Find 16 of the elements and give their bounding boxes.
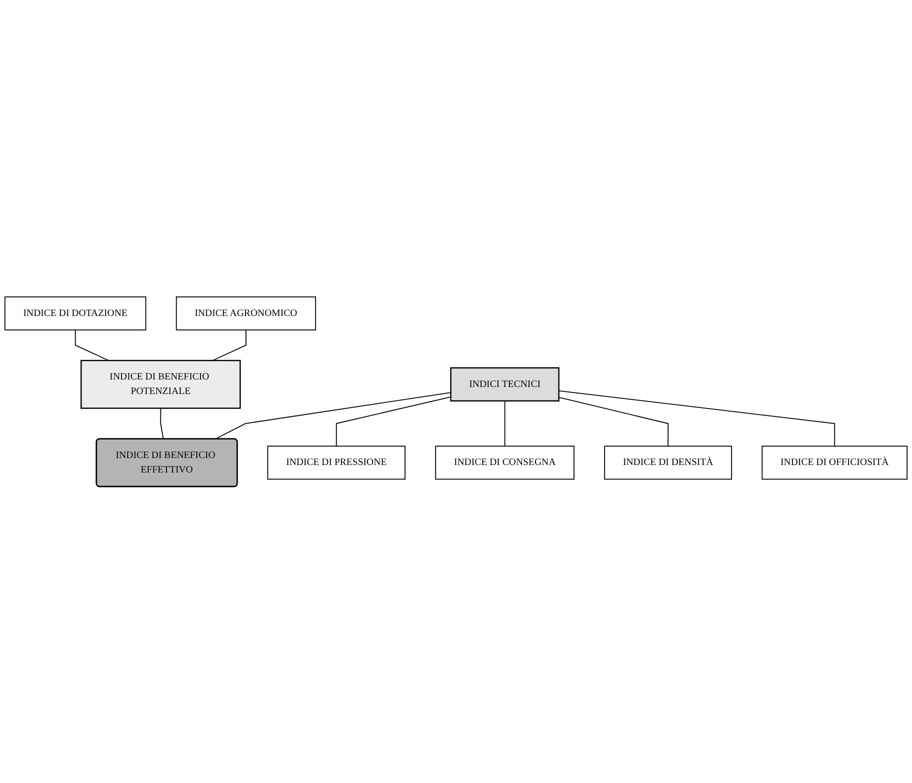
connector bbox=[160, 408, 164, 440]
connector bbox=[74, 329, 110, 361]
node-box: INDICE DI CONSEGNA bbox=[435, 446, 574, 480]
node-box: INDICE AGRONOMICO bbox=[176, 296, 316, 330]
node-box: INDICI TECNICI bbox=[450, 367, 560, 402]
node-box: INDICE DI DENSITÀ bbox=[604, 446, 732, 480]
node-box: INDICE DI OFFICIOSITÀ bbox=[762, 446, 908, 480]
connector bbox=[558, 396, 669, 446]
node-box: INDICE DI BENEFICIO POTENZIALE bbox=[80, 360, 241, 409]
connector bbox=[336, 396, 452, 446]
connector bbox=[504, 400, 506, 446]
connector bbox=[214, 392, 452, 440]
connector bbox=[212, 329, 246, 361]
node-box: INDICE DI DOTAZIONE bbox=[4, 296, 146, 330]
node-box: INDICE DI PRESSIONE bbox=[267, 446, 406, 480]
connector bbox=[558, 390, 836, 446]
